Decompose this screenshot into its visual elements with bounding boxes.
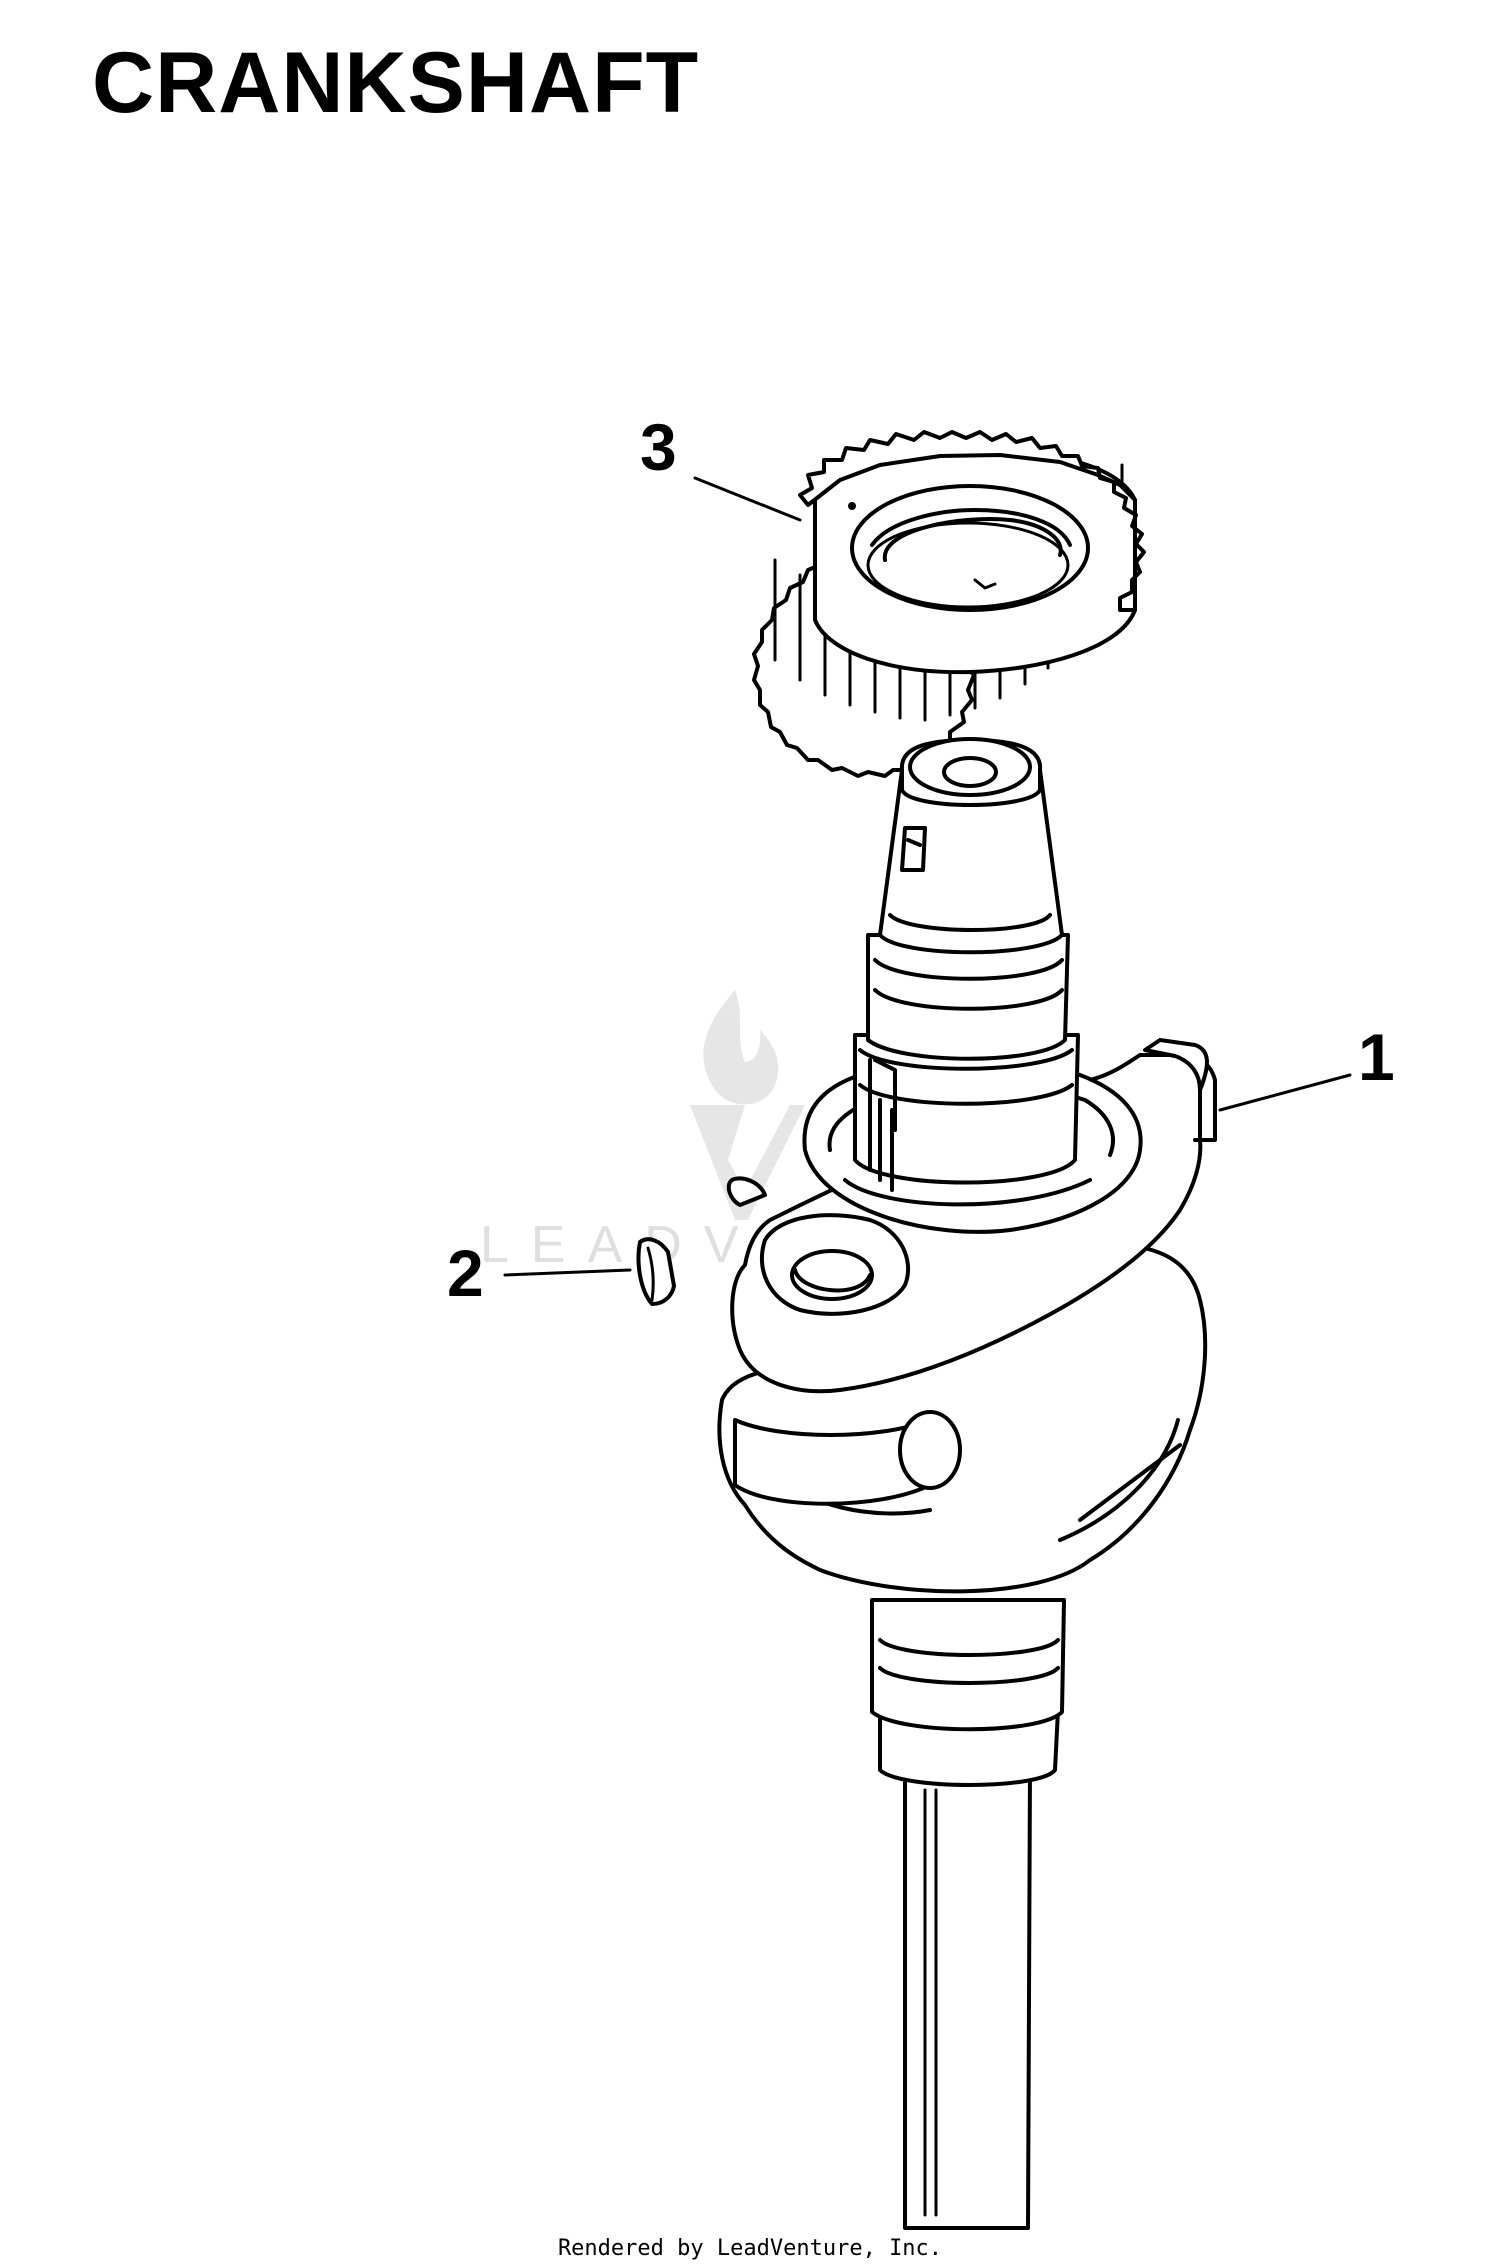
diagram-title: CRANKSHAFT bbox=[92, 35, 700, 131]
leader-line-1 bbox=[1218, 1073, 1352, 1112]
callout-3: 3 bbox=[640, 410, 677, 484]
leader-line-2 bbox=[503, 1268, 632, 1277]
v-mark-icon bbox=[690, 1105, 805, 1220]
callout-1: 1 bbox=[1358, 1020, 1395, 1094]
callout-2: 2 bbox=[447, 1236, 484, 1310]
crankshaft-gear bbox=[752, 430, 1146, 778]
leader-lines bbox=[503, 476, 1352, 1277]
crankshaft bbox=[717, 737, 1217, 2230]
footer-credit: Rendered by LeadVenture, Inc. bbox=[557, 2236, 943, 2261]
woodruff-key bbox=[636, 1237, 676, 1306]
leader-line-3 bbox=[693, 476, 802, 522]
flame-icon bbox=[703, 990, 779, 1105]
